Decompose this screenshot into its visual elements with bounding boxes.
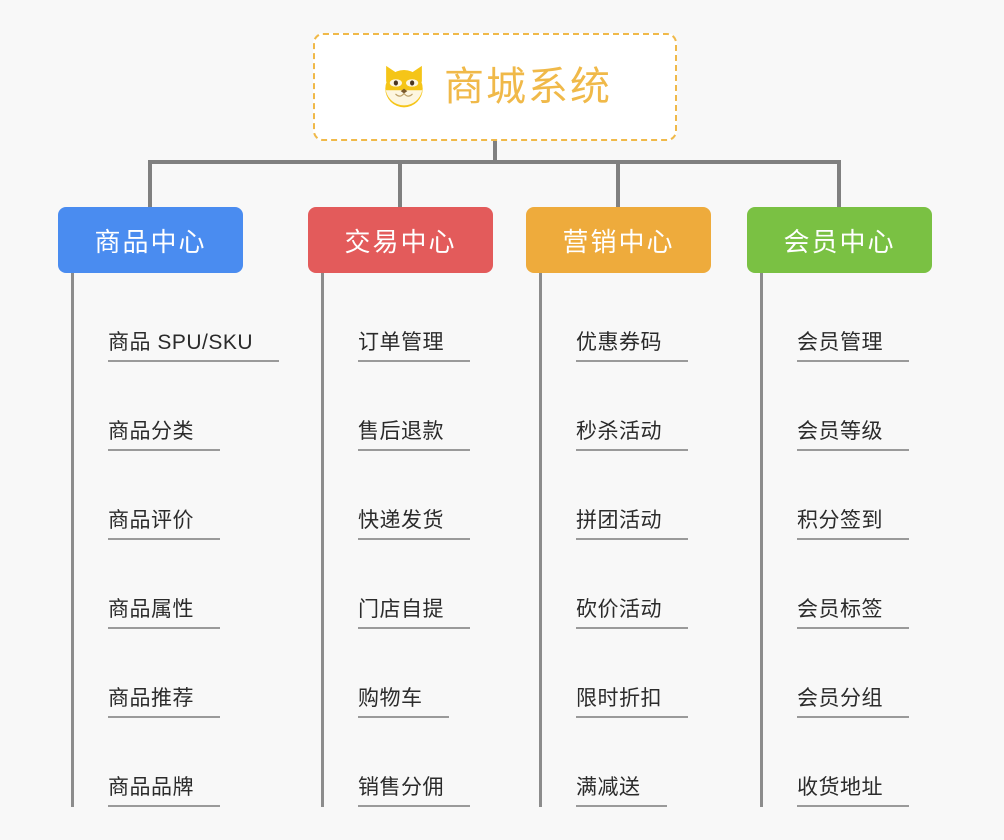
leaf-label: 拼团活动 [576, 509, 688, 540]
leaf-label: 秒杀活动 [576, 420, 688, 451]
shiba-dog-face-icon [385, 65, 423, 108]
leaf-label: 会员等级 [797, 420, 909, 451]
list-item[interactable]: 售后退款 [324, 362, 508, 451]
leaf-label: 门店自提 [358, 598, 470, 629]
list-item[interactable]: 订单管理 [324, 273, 508, 362]
leaf-label: 销售分佣 [358, 776, 470, 807]
list-item[interactable]: 限时折扣 [542, 629, 726, 718]
connector-root-stem [493, 141, 497, 162]
leaf-label: 商品评价 [108, 509, 220, 540]
list-item[interactable]: 商品品牌 [74, 718, 288, 807]
root-node[interactable]: 商城系统 [313, 33, 677, 141]
connector-drop-3 [616, 160, 620, 207]
list-item[interactable]: 砍价活动 [542, 540, 726, 629]
category-node-3[interactable]: 营销中心 [526, 207, 711, 273]
leaf-label: 订单管理 [358, 331, 470, 362]
leaf-label: 快递发货 [358, 509, 470, 540]
category-label-4: 会员中心 [783, 226, 896, 257]
leaf-list-2: 订单管理 售后退款 快递发货 门店自提 购物车 销售分佣 [321, 273, 508, 807]
branch-column-2: 交易中心 订单管理 售后退款 快递发货 门店自提 购物车 销售分佣 [308, 207, 508, 807]
leaf-list-4: 会员管理 会员等级 积分签到 会员标签 会员分组 收货地址 [760, 273, 947, 807]
list-item[interactable]: 快递发货 [324, 451, 508, 540]
list-item[interactable]: 积分签到 [763, 451, 947, 540]
category-label-1: 商品中心 [94, 226, 207, 257]
list-item[interactable]: 商品评价 [74, 451, 288, 540]
list-item[interactable]: 商品属性 [74, 540, 288, 629]
list-item[interactable]: 购物车 [324, 629, 508, 718]
category-node-4[interactable]: 会员中心 [747, 207, 932, 273]
list-item[interactable]: 销售分佣 [324, 718, 508, 807]
list-item[interactable]: 会员分组 [763, 629, 947, 718]
leaf-label: 会员标签 [797, 598, 909, 629]
leaf-label: 会员管理 [797, 331, 909, 362]
category-node-1[interactable]: 商品中心 [58, 207, 243, 273]
branch-column-1: 商品中心 商品 SPU/SKU 商品分类 商品评价 商品属性 商品推荐 商品品牌 [58, 207, 288, 807]
connector-horizontal-bus [148, 160, 841, 164]
leaf-label: 限时折扣 [576, 687, 688, 718]
list-item[interactable]: 满减送 [542, 718, 726, 807]
list-item[interactable]: 门店自提 [324, 540, 508, 629]
list-item[interactable]: 优惠券码 [542, 273, 726, 362]
leaf-list-1: 商品 SPU/SKU 商品分类 商品评价 商品属性 商品推荐 商品品牌 [71, 273, 288, 807]
root-title: 商城系统 [444, 65, 612, 109]
leaf-label: 积分签到 [797, 509, 909, 540]
category-label-3: 营销中心 [562, 226, 675, 257]
leaf-label: 商品分类 [108, 420, 220, 451]
leaf-label: 商品推荐 [108, 687, 220, 718]
connector-drop-4 [837, 160, 841, 207]
list-item[interactable]: 会员管理 [763, 273, 947, 362]
leaf-label: 商品 SPU/SKU [108, 331, 280, 362]
connector-drop-2 [398, 160, 402, 207]
list-item[interactable]: 商品分类 [74, 362, 288, 451]
list-item[interactable]: 秒杀活动 [542, 362, 726, 451]
list-item[interactable]: 会员等级 [763, 362, 947, 451]
leaf-label: 优惠券码 [576, 331, 688, 362]
list-item[interactable]: 商品推荐 [74, 629, 288, 718]
branch-column-3: 营销中心 优惠券码 秒杀活动 拼团活动 砍价活动 限时折扣 满减送 [526, 207, 726, 807]
leaf-label: 收货地址 [797, 776, 909, 807]
leaf-label: 会员分组 [797, 687, 909, 718]
leaf-label: 商品属性 [108, 598, 220, 629]
leaf-label: 商品品牌 [108, 776, 220, 807]
leaf-label: 满减送 [576, 776, 667, 807]
leaf-label: 购物车 [358, 687, 449, 718]
leaf-list-3: 优惠券码 秒杀活动 拼团活动 砍价活动 限时折扣 满减送 [539, 273, 726, 807]
branch-column-4: 会员中心 会员管理 会员等级 积分签到 会员标签 会员分组 收货地址 [747, 207, 947, 807]
list-item[interactable]: 商品 SPU/SKU [74, 273, 288, 362]
leaf-label: 砍价活动 [576, 598, 688, 629]
connector-drop-1 [148, 160, 152, 207]
category-node-2[interactable]: 交易中心 [308, 207, 493, 273]
list-item[interactable]: 会员标签 [763, 540, 947, 629]
category-label-2: 交易中心 [344, 226, 457, 257]
list-item[interactable]: 拼团活动 [542, 451, 726, 540]
list-item[interactable]: 收货地址 [763, 718, 947, 807]
leaf-label: 售后退款 [358, 420, 470, 451]
